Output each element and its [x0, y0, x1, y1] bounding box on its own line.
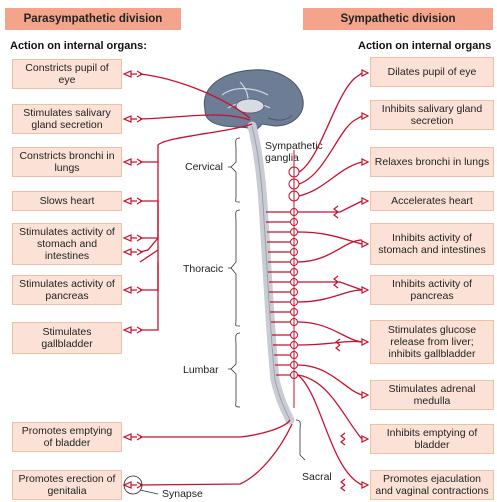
spinal-cord	[252, 126, 290, 420]
sympathetic-nerves	[298, 73, 362, 485]
brain-icon	[204, 70, 303, 130]
